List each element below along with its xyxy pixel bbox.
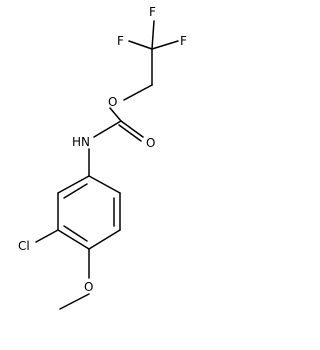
bond-c-f3 (151, 40, 179, 50)
bond-c-nh (93, 120, 122, 138)
atom-f3: F (180, 34, 187, 48)
atom-o-carbonyl: O (146, 136, 155, 150)
molecule-structure-diagram: F F F O O HN Cl O (18, 5, 187, 310)
ring-inner-bond-c (63, 225, 88, 242)
bond-ch2-o (123, 84, 153, 101)
atom-o-ether: O (108, 95, 117, 109)
bond-c-f2 (151, 20, 155, 50)
ring-bond-1 (88, 175, 121, 194)
ring-bond-3 (88, 229, 121, 250)
atom-f2: F (149, 5, 156, 19)
bond-c-o-double-a (120, 120, 144, 138)
bond-o-ch3 (59, 293, 90, 310)
bond-o-carbonyl-c (109, 107, 122, 122)
ring-bond-6 (57, 175, 90, 194)
ring-bond-4 (57, 229, 90, 250)
ring-inner-bond-b (63, 183, 88, 199)
atom-f1: F (117, 34, 124, 48)
atom-cl: Cl (18, 239, 30, 253)
bond-ring-cl (35, 229, 59, 243)
bond-c-o-double-b (118, 124, 142, 142)
atom-nh: HN (72, 135, 90, 149)
atom-o-methoxy: O (84, 280, 93, 294)
bond-c-f1 (128, 40, 153, 50)
